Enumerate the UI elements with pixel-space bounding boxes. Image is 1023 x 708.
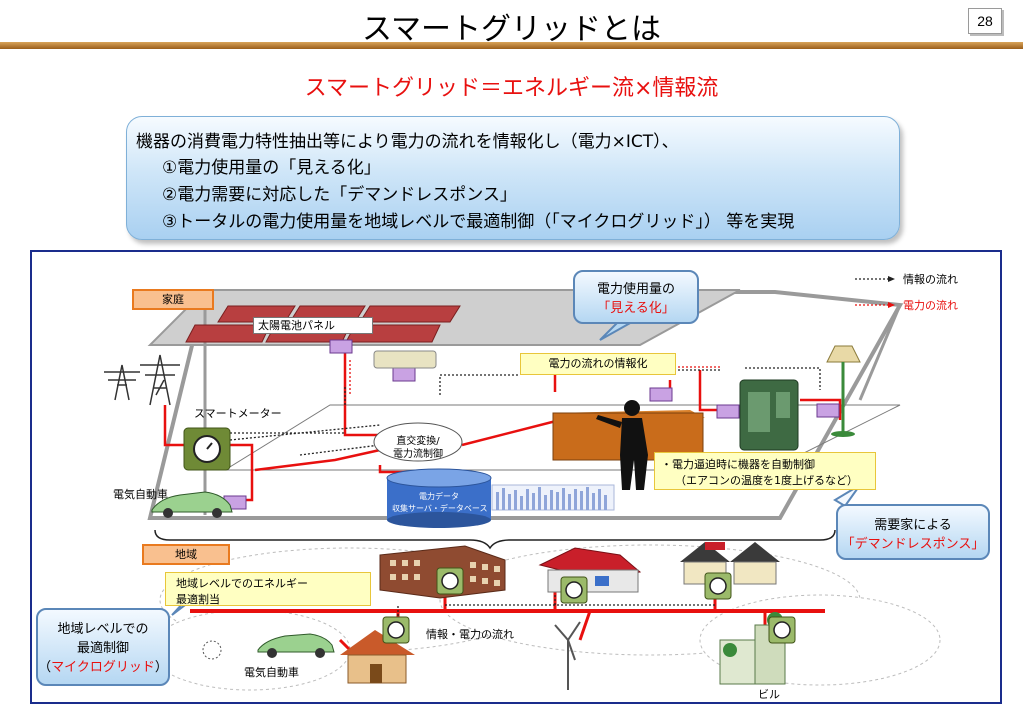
wind-turbine-icon (554, 621, 581, 690)
building-label: ビル (758, 688, 780, 701)
visualization-callout: 電力使用量の 「見える化」 (573, 270, 699, 324)
charger-icon (202, 640, 222, 660)
callout-line: （マイクログリッド） (38, 660, 168, 675)
adapter-icons (223, 339, 840, 510)
info-lines (229, 367, 821, 456)
house-cluster-icon (680, 542, 780, 585)
smart-meter-icon (183, 427, 231, 471)
electric-car-icon (257, 633, 335, 658)
flow-label: 情報・電力の流れ (426, 628, 514, 641)
callout-line: 「デマンドレスポンス」 (841, 537, 985, 552)
converter-label-1: 直交変換/ (396, 436, 440, 447)
region-tag: 地域 (142, 544, 230, 565)
auto-control-line: （エアコンの温度を1度上げるなど） (675, 474, 858, 487)
power-chart-icon (491, 484, 615, 511)
meter-icon (704, 572, 732, 600)
meter-icon (560, 576, 588, 604)
page-title: スマートグリッドとは (361, 12, 662, 47)
auto-control-line: ・電力逼迫時に機器を自動制御 (661, 458, 815, 471)
server-label-2: 収集サーバ・データベース (392, 504, 488, 513)
ev-label: 電気自動車 (113, 488, 168, 501)
floor-lamp-icon (826, 345, 861, 437)
auto-control-box: ・電力逼迫時に機器を自動制御 （エアコンの温度を1度上げるなど） (654, 452, 876, 490)
smart-meter-label: スマートメーター (194, 407, 282, 420)
electric-car-icon (151, 491, 233, 518)
summary-box: 機器の消費電力特性抽出等により電力の流れを情報化し（電力×ICT）、 ①電力使用… (126, 116, 900, 240)
summary-line: ①電力使用量の「見える化」 (162, 158, 381, 178)
small-house-icon (340, 630, 415, 684)
summary-line: ③トータルの電力使用量を地域レベルで最適制御（「マイクログリッド」） 等を実現 (162, 212, 795, 232)
energy-allocation-line: 地域レベルでのエネルギー (176, 577, 308, 590)
converter-label-2: 電力流制御 (393, 449, 443, 460)
microgrid-callout: 地域レベルでの 最適制御 （マイクログリッド） (36, 608, 170, 686)
server-database-icon (386, 468, 492, 528)
callout-line: 需要家による (874, 518, 952, 533)
solar-panel-label: 太陽電池パネル (253, 317, 373, 334)
storage-battery-icon (739, 379, 799, 451)
power-lines (163, 345, 842, 502)
subtitle: スマートグリッド＝エネルギー流×情報流 (304, 76, 719, 101)
page-number: 28 (968, 8, 1002, 34)
converter-shape (373, 422, 463, 462)
callout-line: 地域レベルでの (57, 622, 149, 637)
info-flow-box: 電力の流れの情報化 (520, 353, 676, 375)
meter-icon (382, 616, 410, 644)
callout-line: 「見える化」 (597, 301, 675, 316)
legend-power-flow: 電力の流れ (903, 299, 958, 312)
title-divider (0, 42, 1023, 49)
energy-allocation-box: 地域レベルでのエネルギー 最適割当 (165, 572, 371, 606)
transmission-tower-icon (104, 354, 180, 406)
summary-line: ②電力需要に対応した「デマンドレスポンス」 (162, 185, 517, 205)
meter-icon (768, 616, 796, 644)
demand-response-callout: 需要家による 「デマンドレスポンス」 (836, 504, 990, 560)
diagram-frame (30, 250, 1002, 704)
air-conditioner-icon (373, 350, 437, 369)
energy-allocation-line: 最適割当 (176, 593, 220, 606)
server-label-1: 電力データ (419, 492, 459, 501)
home-tag: 家庭 (132, 289, 214, 310)
person-icon (596, 400, 648, 490)
grouping-brace (154, 529, 836, 550)
callout-line: 最適制御 (76, 641, 129, 656)
callout-line: 電力使用量の (596, 282, 675, 297)
summary-line: 機器の消費電力特性抽出等により電力の流れを情報化し（電力×ICT）、 (136, 132, 679, 152)
region-ev-label: 電気自動車 (244, 666, 299, 679)
meter-icon (436, 567, 464, 595)
legend-info-flow: 情報の流れ (903, 273, 958, 286)
